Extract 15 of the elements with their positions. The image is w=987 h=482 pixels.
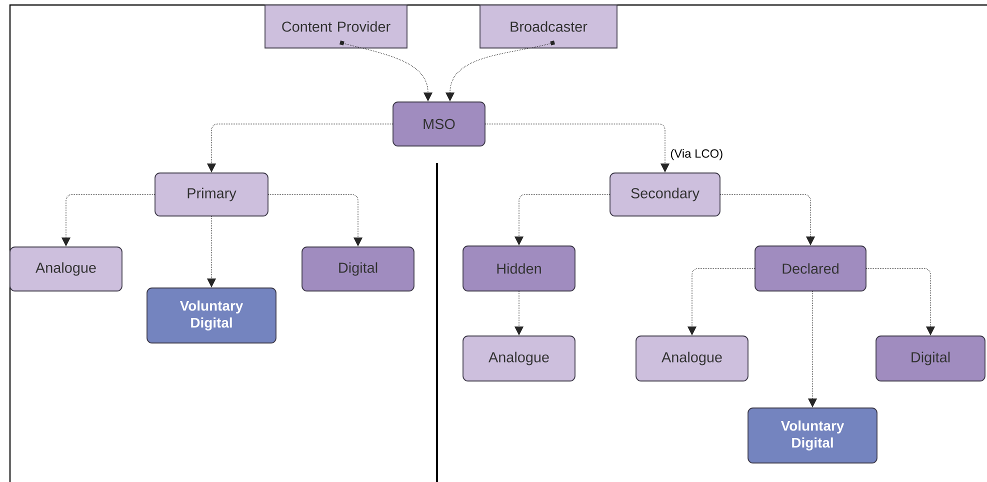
category-box: Declared <box>754 246 866 292</box>
category-box: Primary <box>154 172 268 216</box>
category-box: Analogue <box>636 336 748 382</box>
category-box: Voluntary Digital <box>146 288 276 344</box>
source-box: Broadcaster <box>480 4 618 48</box>
category-box: Analogue <box>10 246 122 292</box>
category-box: Secondary <box>610 172 720 216</box>
source-box: Content Provider <box>264 4 408 48</box>
category-box: MSO <box>392 102 486 146</box>
category-box: Digital <box>302 246 414 292</box>
category-box: Hidden <box>462 246 576 292</box>
edge-label: (Via LCO) <box>669 148 724 162</box>
category-box: Voluntary Digital <box>748 408 878 464</box>
category-box: Digital <box>876 336 986 382</box>
category-box: Analogue <box>462 336 576 382</box>
